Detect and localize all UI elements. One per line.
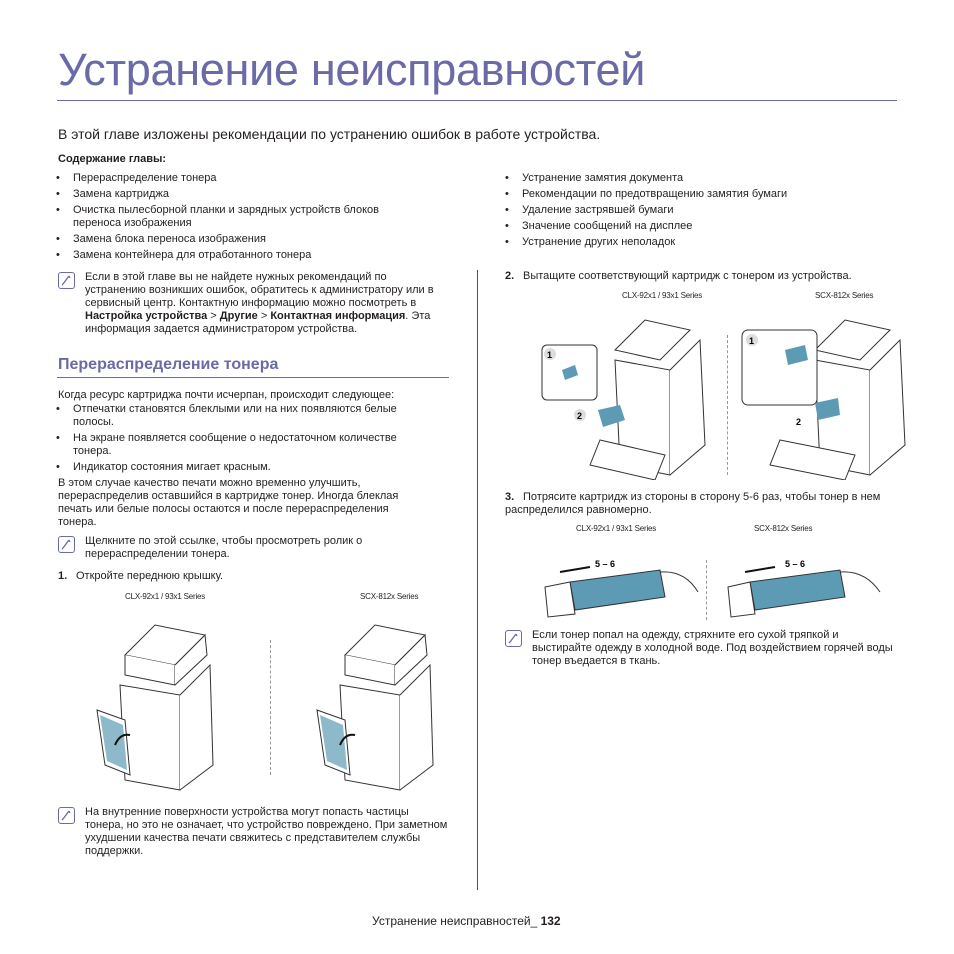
caption-scx: SCX-812x Series [360, 592, 419, 601]
figure-divider [727, 335, 728, 475]
step-text: Откройте переднюю крышку. [76, 570, 224, 582]
note-clothes: Если тонер попал на одежду, стряхните ег… [505, 629, 895, 668]
note-video: Щелкните по этой ссылке, чтобы просмотре… [58, 535, 438, 561]
step-number: 1. [58, 570, 68, 582]
toc-list-right: Устранение замятия документа Рекомендаци… [505, 172, 885, 252]
symptoms-list: Отпечатки становятся блеклыми или на них… [56, 403, 436, 477]
page-footer: Устранение неисправностей_ 132 [372, 914, 561, 928]
footer-chapter: Устранение неисправностей_ [372, 914, 541, 928]
callout-1: 1 [547, 350, 552, 360]
note-toner-particles: На внутренние поверхности устройства мог… [58, 806, 448, 858]
shake-count: 5 – 6 [785, 559, 805, 569]
shake-count: 5 – 6 [595, 559, 615, 569]
path-separator: > [207, 310, 220, 322]
callout-1: 1 [749, 336, 754, 346]
symptom-item: Отпечатки становятся блеклыми или на них… [56, 403, 436, 429]
caption-scx: SCX-812x Series [754, 524, 813, 533]
section-divider [57, 377, 449, 378]
note-text: . Эта информация задается администраторо… [85, 310, 431, 335]
caption-clx: CLX-92x1 / 93x1 Series [622, 291, 703, 300]
step-number: 3. [505, 491, 515, 503]
symptoms-intro: Когда ресурс картриджа почти исчерпан, п… [58, 389, 395, 401]
paragraph: В этом случае качество печати можно врем… [58, 477, 399, 528]
shake-cartridge-illustration-clx: 5 – 6 [544, 559, 699, 618]
toc-item[interactable]: Замена блока переноса изображения [56, 233, 416, 246]
symptom-item: Индикатор состояния мигает красным. [56, 461, 436, 474]
figure-divider [706, 560, 707, 620]
toc-list-left: Перераспределение тонера Замена картридж… [56, 172, 416, 265]
step-text: Вытащите соответствующий картридж с тоне… [523, 270, 852, 282]
video-link[interactable]: Щелкните по этой ссылке, чтобы просмотре… [85, 535, 363, 560]
menu-path-contact: Контактная информация [270, 310, 406, 322]
toc-item[interactable]: Устранение других неполадок [505, 236, 885, 249]
callout-2: 2 [796, 417, 801, 427]
menu-path-settings: Настройка устройства [85, 310, 208, 322]
step-text: Потрясите картридж из стороны в сторону … [505, 491, 881, 516]
shake-cartridge-illustration-scx: 5 – 6 [727, 559, 881, 618]
note-pencil-icon [58, 536, 75, 553]
title-divider [57, 100, 897, 101]
caption-clx: CLX-92x1 / 93x1 Series [125, 592, 206, 601]
step-3: 3.Потрясите картридж из стороны в сторон… [505, 491, 895, 517]
chapter-intro: В этой главе изложены рекомендации по ус… [58, 126, 601, 142]
toc-item[interactable]: Перераспределение тонера [56, 172, 416, 185]
page-title: Устранение неисправностей [58, 44, 646, 95]
printer-open-cover-illustration-clx [96, 624, 214, 791]
step-number: 2. [505, 270, 515, 282]
note-pencil-icon [58, 272, 75, 289]
page-number: 132 [540, 914, 561, 928]
toc-item[interactable]: Устранение замятия документа [505, 172, 885, 185]
note-text: Если в этой главе вы не найдете нужных р… [85, 271, 434, 309]
step-1: 1. Откройте переднюю крышку. [58, 570, 223, 583]
toc-item[interactable]: Рекомендации по предотвращению замятия б… [505, 188, 885, 201]
toc-item[interactable]: Удаление застрявшей бумаги [505, 204, 885, 217]
note-pencil-icon [58, 807, 75, 824]
column-divider [477, 270, 478, 890]
section-title: Перераспределение тонера [58, 356, 279, 373]
remove-cartridge-illustration-clx: 1 2 [541, 319, 706, 480]
printer-open-cover-illustration-scx [316, 624, 434, 791]
toc-label: Содержание главы: [58, 153, 167, 165]
menu-path-other: Другие [219, 310, 258, 322]
note-pencil-icon [505, 630, 522, 647]
step-2: 2. Вытащите соответствующий картридж с то… [505, 270, 852, 283]
note-text: Если тонер попал на одежду, стряхните ег… [532, 629, 893, 667]
symptom-item: На экране появляется сообщение о недоста… [56, 432, 436, 458]
toc-item[interactable]: Очистка пылесборной планки и зарядных ус… [56, 204, 416, 230]
note-text: На внутренние поверхности устройства мог… [85, 806, 448, 857]
callout-2: 2 [577, 411, 582, 421]
figure-divider [270, 640, 271, 775]
path-separator: > [257, 310, 271, 322]
toc-item[interactable]: Замена контейнера для отработанного тоне… [56, 249, 416, 262]
remove-cartridge-illustration-scx: 1 2 [741, 319, 906, 480]
toc-item[interactable]: Замена картриджа [56, 188, 416, 201]
caption-scx: SCX-812x Series [815, 291, 874, 300]
toc-item[interactable]: Значение сообщений на дисплее [505, 220, 885, 233]
note-contact: Если в этой главе вы не найдете нужных р… [58, 271, 438, 336]
caption-clx: CLX-92x1 / 93x1 Series [576, 524, 657, 533]
